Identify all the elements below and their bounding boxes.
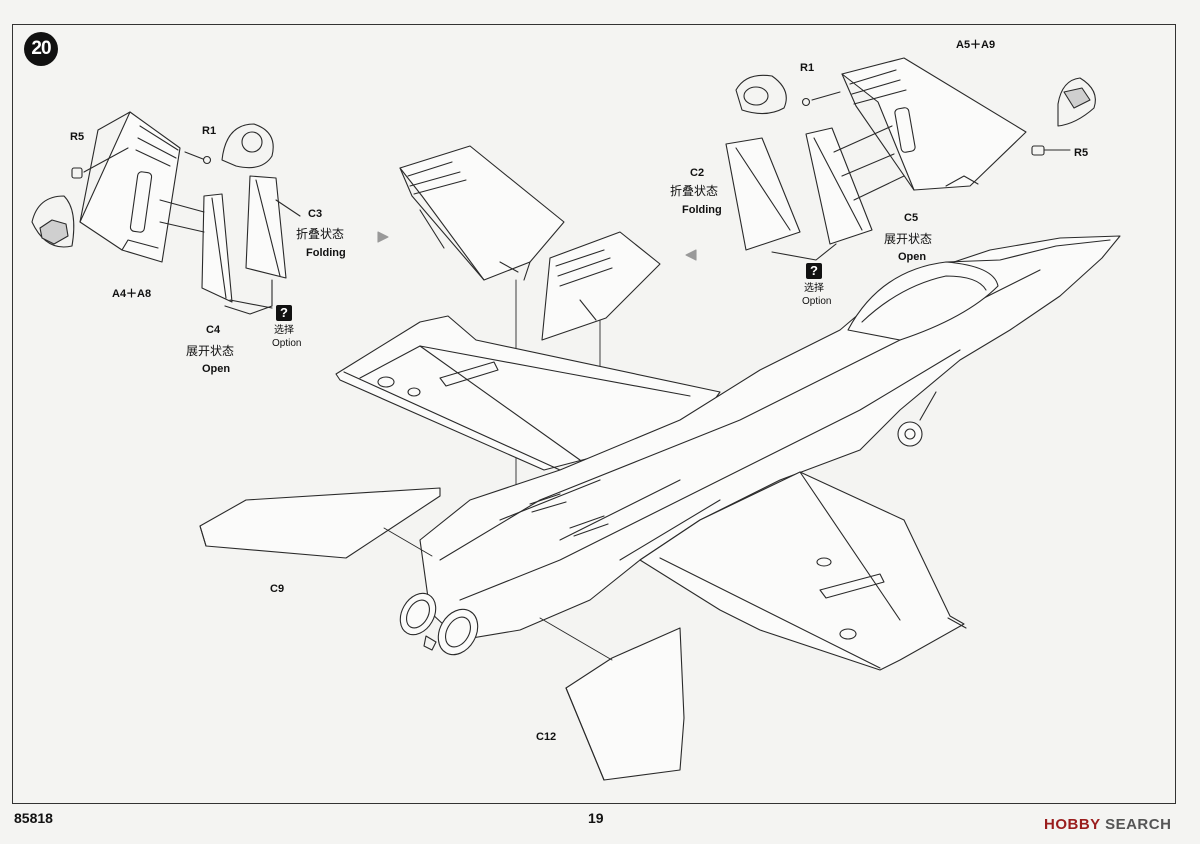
open-label-en-right: Open	[898, 251, 927, 263]
part-label-c3: C3	[308, 208, 323, 220]
upper-centre-fin	[399, 145, 565, 281]
part-label-r1-right: R1	[800, 62, 815, 74]
lower-centre-fin	[541, 231, 661, 341]
folding-label-en-right: Folding	[682, 204, 722, 216]
watermark-brand: HOBBY	[1044, 816, 1101, 833]
folding-label-cn-right: 折叠状态	[670, 184, 719, 198]
part-label-r5-left: R5	[70, 131, 85, 143]
open-label-cn-left: 展开状态	[186, 344, 235, 358]
open-label-en-left: Open	[202, 363, 231, 375]
part-label-r5-right: R5	[1074, 147, 1089, 159]
option-label-cn-right: 选择	[804, 283, 824, 294]
part-label-a4-a8: A4＋A8	[112, 288, 152, 300]
page-number: 19	[588, 810, 604, 826]
direction-arrow-right	[685, 249, 697, 261]
option-question-icon-right: ?	[806, 263, 822, 279]
part-label-a5-a9: A5＋A9	[956, 39, 996, 51]
option-label-en-left: Option	[272, 338, 302, 349]
right-fin-assembly	[725, 57, 1096, 261]
part-label-c5: C5	[904, 212, 919, 224]
part-label-c4: C4	[206, 324, 221, 336]
kit-number: 85818	[14, 810, 53, 826]
direction-arrow-left	[377, 231, 389, 243]
step-number-badge: 20	[24, 32, 58, 66]
part-label-c12: C12	[536, 731, 557, 743]
aircraft-airframe	[199, 235, 1121, 781]
option-label-cn-left: 选择	[274, 325, 294, 336]
left-fin-assembly	[31, 111, 301, 315]
open-label-cn-right: 展开状态	[884, 232, 933, 246]
folding-label-en-left: Folding	[306, 247, 346, 259]
part-label-c9: C9	[270, 583, 285, 595]
folding-label-cn-left: 折叠状态	[296, 227, 345, 241]
watermark: HOBBY SEARCH	[1044, 816, 1171, 833]
part-label-c2: C2	[690, 167, 705, 179]
option-question-icon-left: ?	[276, 305, 292, 321]
watermark-rest: SEARCH	[1100, 816, 1172, 833]
part-label-r1-left: R1	[202, 125, 217, 137]
page-frame	[12, 24, 1176, 804]
option-label-en-right: Option	[802, 296, 832, 307]
